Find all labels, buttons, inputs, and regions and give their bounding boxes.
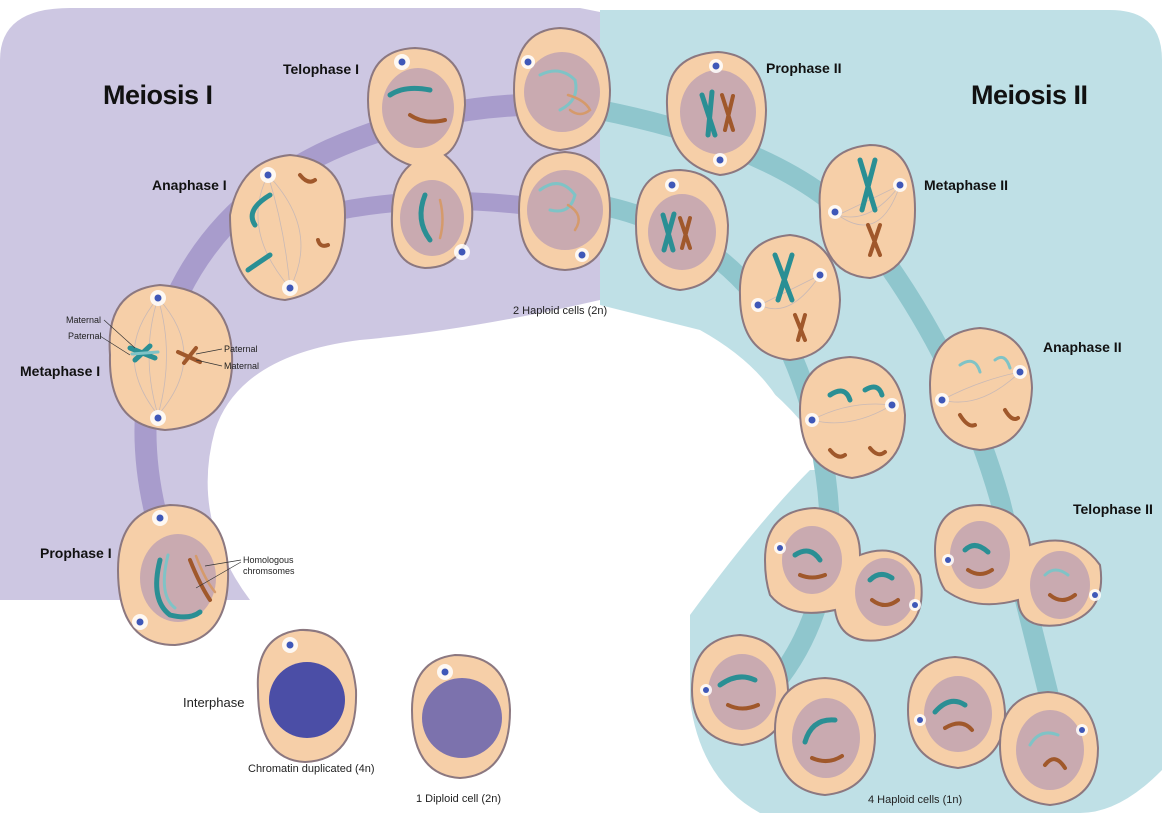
telophase-one-label: Telophase I <box>283 61 359 77</box>
interphase-label: Interphase <box>183 695 244 710</box>
metaphase-one-cell <box>110 285 233 430</box>
haploid-final-cell-3 <box>908 657 1005 768</box>
haploid-cell-bottom <box>519 152 610 270</box>
haploid-final-cell-4 <box>1000 692 1098 805</box>
maternal-left-label: Maternal <box>66 315 101 325</box>
two-haploid-caption: 2 Haploid cells (2n) <box>513 305 607 317</box>
haploid-final-cell-2 <box>775 678 875 795</box>
interphase-cell-duplicated <box>258 630 356 762</box>
interphase-cell-diploid <box>412 655 510 778</box>
haploid-final-cell-1 <box>692 635 788 745</box>
prophase-two-label: Prophase II <box>766 60 841 76</box>
metaphase-two-cell-a <box>636 170 728 290</box>
haploid-cell-top <box>514 28 610 150</box>
prophase-one-label: Prophase I <box>40 545 112 561</box>
maternal-right-label: Maternal <box>224 361 259 371</box>
metaphase-two-label: Metaphase II <box>924 177 1008 193</box>
metaphase-two-cell-c <box>740 235 840 360</box>
diploid-cell-caption: 1 Diploid cell (2n) <box>416 793 501 805</box>
metaphase-two-cell-b <box>820 145 915 278</box>
four-haploid-caption: 4 Haploid cells (1n) <box>868 794 962 806</box>
metaphase-one-label: Metaphase I <box>20 363 100 379</box>
chromosomes-label: chromsomes <box>243 566 295 576</box>
paternal-left-label: Paternal <box>68 331 102 341</box>
homologous-label: Homologous <box>243 555 294 565</box>
telophase-two-label: Telophase II <box>1073 501 1153 517</box>
anaphase-two-label: Anaphase II <box>1043 339 1122 355</box>
paternal-right-label: Paternal <box>224 344 258 354</box>
anaphase-one-cell <box>230 155 345 300</box>
anaphase-one-label: Anaphase I <box>152 177 227 193</box>
anaphase-two-cell-a <box>800 357 905 478</box>
chromatin-duplicated-caption: Chromatin duplicated (4n) <box>248 763 375 775</box>
meiosis-one-title: Meiosis I <box>103 80 213 110</box>
prophase-one-cell <box>118 505 228 645</box>
meiosis-two-title: Meiosis II <box>971 80 1088 110</box>
anaphase-two-cell-b <box>930 328 1032 450</box>
